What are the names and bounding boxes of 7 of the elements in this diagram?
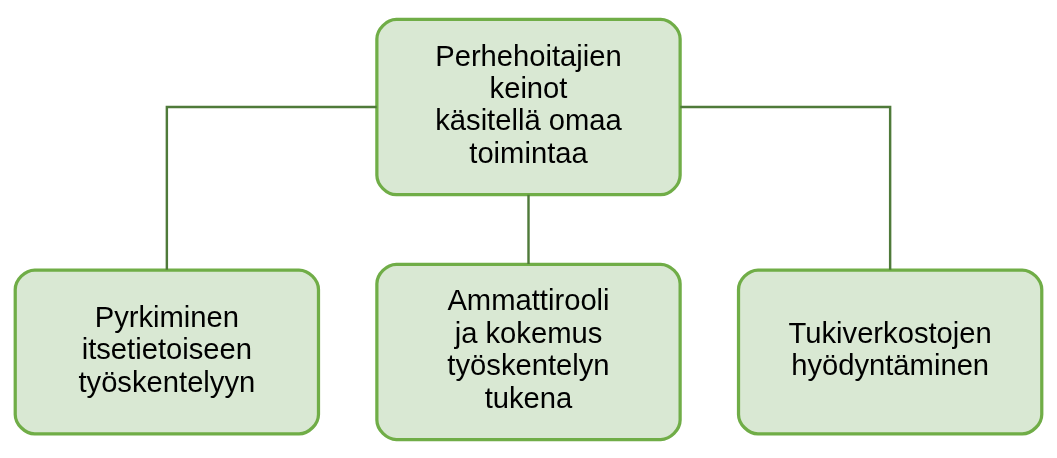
connector [165, 105, 377, 270]
node-box: Ammattirooli ja kokemus työskentelyn tukena [375, 262, 682, 441]
connector [680, 105, 892, 270]
connector [527, 194, 530, 264]
node-box: Pyrkiminen itsetietoiseen työskentelyyn [13, 267, 321, 435]
node-box: Tukiverkostojen hyödyntäminen [736, 267, 1044, 435]
node-box: Perhehoitajien keinot käsitellä omaa toimintaa [375, 17, 682, 196]
